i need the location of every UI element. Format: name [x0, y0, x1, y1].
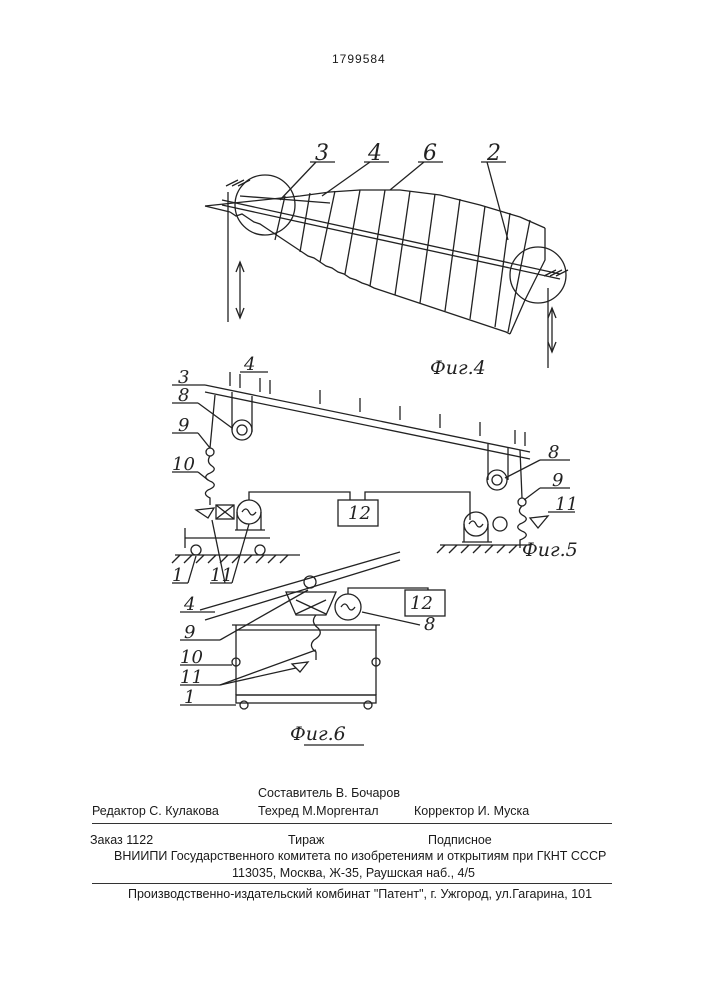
publisher: Производственно-издательский комбинат "П…	[128, 887, 592, 901]
fig4-label-2: 2	[486, 141, 501, 166]
institute: ВНИИПИ Государственного комитета по изоб…	[114, 849, 606, 863]
fig5-label-12: 12	[348, 503, 371, 524]
compiler: Составитель В. Бочаров	[258, 786, 400, 800]
techred: Техред М.Моргентал	[258, 804, 379, 818]
fig6-label-1: 1	[184, 687, 195, 708]
fig5-label-10: 10	[172, 454, 195, 475]
order: Заказ 1122	[90, 833, 153, 847]
colophon-rule-top	[92, 823, 612, 824]
fig5-label-4: 4	[243, 354, 255, 375]
fig5-label-8: 8	[178, 385, 189, 406]
fig6-label-8: 8	[424, 614, 435, 635]
patent-drawings: 3 4 6 2 Фиг.4	[0, 0, 707, 760]
fig4-label-6: 6	[423, 141, 437, 166]
fig5-label-9-right: 9	[552, 470, 563, 491]
fig5-label-11: 11	[210, 565, 233, 586]
corrector: Корректор И. Муска	[414, 804, 529, 818]
fig4-label-3: 3	[315, 141, 329, 166]
fig5-caption: Фиг.5	[522, 539, 578, 561]
fig6-label-10: 10	[180, 647, 203, 668]
fig6-label-4: 4	[183, 594, 195, 615]
fig4-label-4: 4	[367, 141, 382, 166]
editor: Редактор С. Кулакова	[92, 804, 219, 818]
fig6-label-9: 9	[184, 622, 195, 643]
fig5-label-9: 9	[178, 415, 189, 436]
colophon-rule-bottom	[92, 883, 612, 884]
figure-4-drawing	[205, 162, 568, 368]
fig4-caption: Фиг.4	[430, 357, 486, 379]
fig6-label-11: 11	[180, 667, 203, 688]
fig5-label-8-right: 8	[548, 442, 559, 463]
figure-5-drawing	[172, 372, 575, 583]
fig6-caption: Фиг.6	[290, 723, 346, 745]
fig5-label-11-right: 11	[555, 494, 578, 515]
subscription: Подписное	[428, 833, 492, 847]
figure-5-labels: 3 4 8 9 10 1 11 12 8 9 11 Фиг.5	[172, 354, 578, 586]
circulation: Тираж	[288, 833, 324, 847]
fig6-label-12: 12	[410, 593, 433, 614]
fig5-label-1: 1	[172, 565, 183, 586]
address: 113035, Москва, Ж-35, Раушская наб., 4/5	[232, 866, 475, 880]
